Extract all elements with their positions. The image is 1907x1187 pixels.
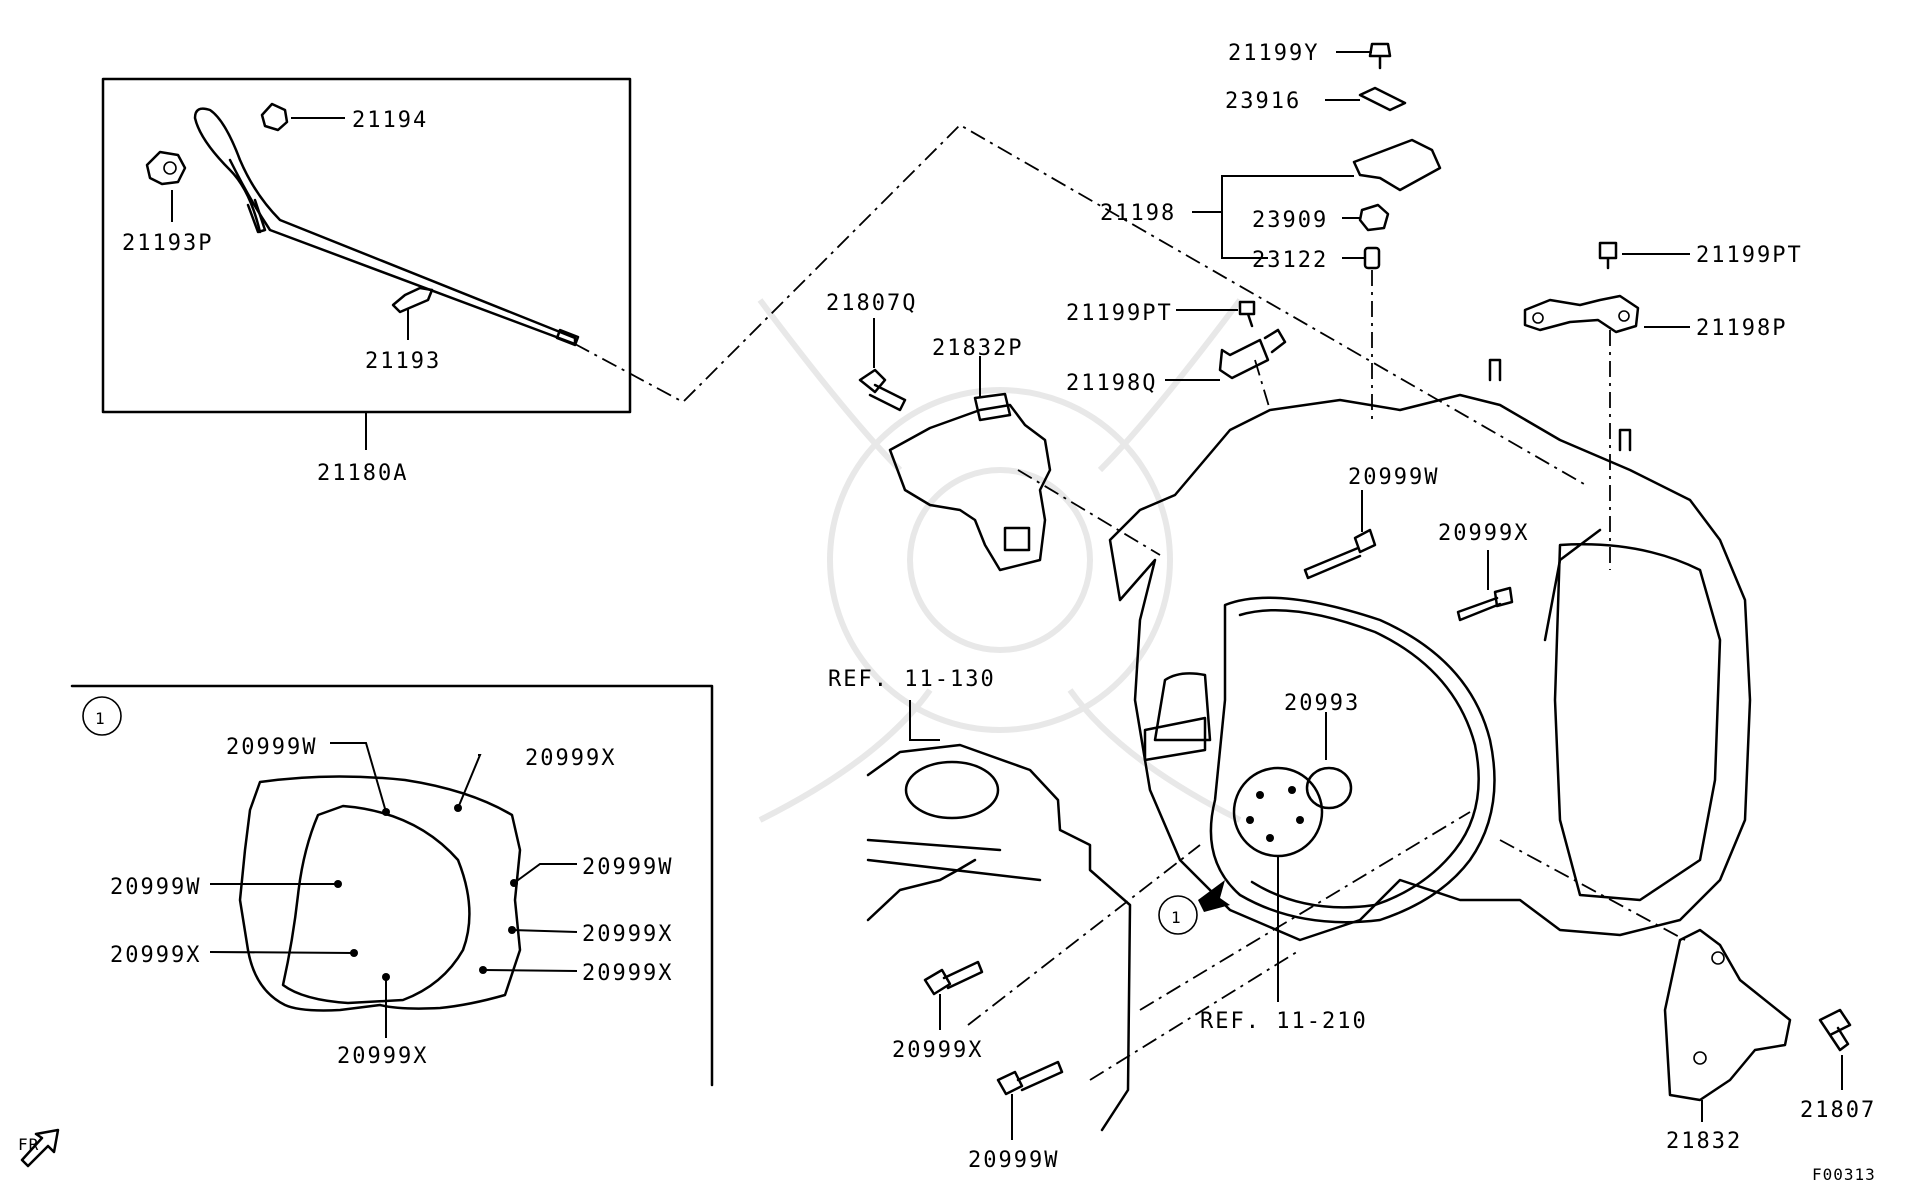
label-21832P: 21832P bbox=[932, 336, 1023, 361]
label-23916: 23916 bbox=[1225, 89, 1301, 114]
label-20999X-bottom: 20999X bbox=[892, 1038, 983, 1063]
inset-marker-1: 1 bbox=[95, 709, 106, 728]
label-20999X-mid: 20999X bbox=[1438, 521, 1529, 546]
bolt-20999W-mid bbox=[1303, 528, 1377, 580]
inset-label-x-top: 20999X bbox=[525, 746, 616, 771]
inset-label-w-top: 20999W bbox=[226, 735, 317, 760]
label-21199Y: 21199Y bbox=[1228, 41, 1319, 66]
clamp-21193P bbox=[145, 150, 187, 186]
bracket-21198P bbox=[1523, 294, 1640, 334]
main-marker-label: 1 bbox=[1171, 908, 1182, 927]
label-ref-11-130: REF. 11-130 bbox=[828, 667, 996, 692]
label-20999W-bottom: 20999W bbox=[968, 1148, 1059, 1173]
bolt-21807 bbox=[1818, 1008, 1852, 1052]
watermark-emblem bbox=[757, 298, 1243, 823]
engine-ref-block bbox=[866, 743, 1132, 1132]
inset-label-x-left: 20999X bbox=[110, 943, 201, 968]
label-20999W-mid: 20999W bbox=[1348, 465, 1439, 490]
label-21198P: 21198P bbox=[1696, 316, 1787, 341]
inset-label-w-right: 20999W bbox=[582, 855, 673, 880]
label-21198Q: 21198Q bbox=[1066, 371, 1157, 396]
label-20993: 20993 bbox=[1284, 691, 1360, 716]
bracket-21832 bbox=[1663, 928, 1792, 1102]
label-21193P: 21193P bbox=[122, 231, 213, 256]
label-21194: 21194 bbox=[352, 108, 428, 133]
inset-label-x-right2: 20999X bbox=[582, 961, 673, 986]
label-21199PT-right: 21199PT bbox=[1696, 243, 1803, 268]
label-21180A: 21180A bbox=[317, 461, 408, 486]
label-23909: 23909 bbox=[1252, 208, 1328, 233]
label-21807Q: 21807Q bbox=[826, 291, 917, 316]
bolt-21199PT-mid bbox=[1238, 300, 1256, 328]
label-21199PT-mid: 21199PT bbox=[1066, 301, 1173, 326]
collar-23122 bbox=[1363, 246, 1381, 270]
main-marker-1 bbox=[1158, 880, 1230, 935]
inset-label-x-right1: 20999X bbox=[582, 922, 673, 947]
label-21193: 21193 bbox=[365, 349, 441, 374]
seal-20993 bbox=[1305, 766, 1353, 810]
label-23122: 23122 bbox=[1252, 248, 1328, 273]
label-fr: FR bbox=[18, 1135, 39, 1154]
label-21832: 21832 bbox=[1666, 1129, 1742, 1154]
dashline-gauge bbox=[574, 123, 1585, 485]
clip-21193 bbox=[391, 286, 434, 314]
bolt-21807Q bbox=[858, 368, 907, 412]
inset-label-x-bottom: 20999X bbox=[337, 1044, 428, 1069]
oil-level-gauge bbox=[193, 107, 580, 347]
bolt-20999W-bottom bbox=[996, 1060, 1064, 1096]
bolt-20999X-mid bbox=[1456, 586, 1514, 622]
bushing-23909 bbox=[1358, 203, 1390, 232]
inset-panel bbox=[70, 684, 714, 1087]
bracket-21198 bbox=[1352, 138, 1442, 192]
label-21807: 21807 bbox=[1800, 1098, 1876, 1123]
label-ref-11-210: REF. 11-210 bbox=[1200, 1009, 1368, 1034]
inset-label-w-left: 20999W bbox=[110, 875, 201, 900]
bolt-21199PT-right bbox=[1598, 241, 1618, 270]
bracket-23916 bbox=[1358, 86, 1407, 112]
label-21198: 21198 bbox=[1100, 201, 1176, 226]
bracket-21832P bbox=[888, 392, 1052, 572]
front-direction-arrow bbox=[20, 1128, 60, 1168]
label-drawing-code: F00313 bbox=[1812, 1165, 1876, 1184]
transmission-case bbox=[1108, 358, 1752, 942]
clamp-21198Q bbox=[1218, 328, 1287, 380]
clip-21194 bbox=[260, 102, 289, 132]
bolt-20999X-bottom bbox=[923, 960, 984, 996]
torque-converter-ref bbox=[1232, 766, 1324, 858]
bolt-21199Y bbox=[1368, 42, 1392, 70]
